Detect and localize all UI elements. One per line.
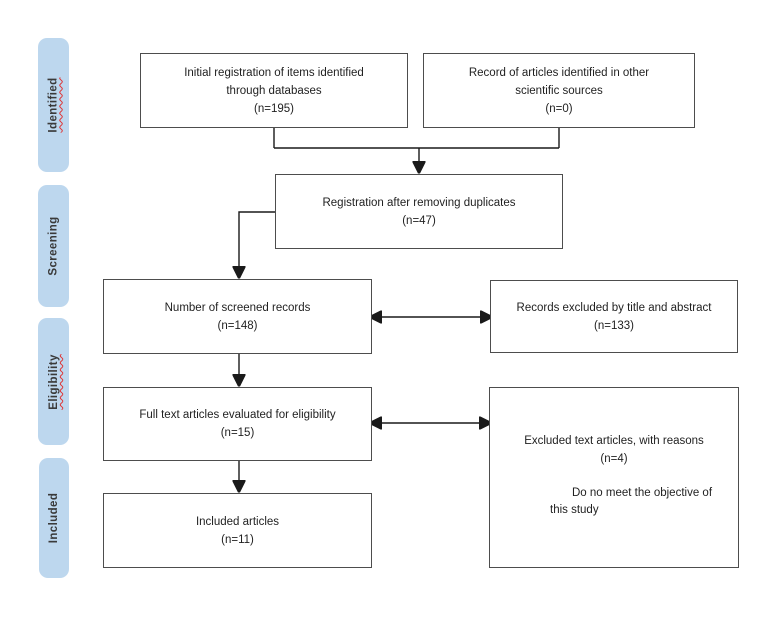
included-articles-count: (n=11): [221, 533, 254, 546]
exclusion-reason-line2: of this study: [550, 487, 713, 516]
other-sources-count: (n=0): [545, 102, 573, 115]
excluded-with-reasons-line1: Excluded text articles, with reasons: [524, 435, 704, 447]
screened-line1: Number of screened records: [164, 301, 311, 314]
initial-registration-line2: through databases: [226, 84, 322, 97]
box-full-text: Full text articles evaluated for eligibi…: [103, 387, 372, 461]
stage-label-eligibility: Eligibility: [47, 353, 60, 410]
excluded-title-abstract-count: (n=133): [594, 319, 634, 332]
initial-registration-count: (n=195): [254, 102, 294, 115]
excluded-title-abstract-line1: Records excluded by title and abstract: [516, 301, 712, 314]
box-excluded-with-reasons: Excluded text articles, with reasons (n=…: [489, 387, 739, 568]
box-initial-registration: Initial registration of items identified…: [140, 53, 408, 128]
stage-tab-eligibility: Eligibility: [38, 318, 69, 445]
stage-label-included: Included: [48, 492, 61, 544]
exclusion-reason-paragraph: Do no meet the objective of this study: [550, 485, 718, 519]
stage-label-screening: Screening: [47, 216, 60, 276]
box-screened: Number of screened records (n=148): [103, 279, 372, 354]
full-text-line1: Full text articles evaluated for eligibi…: [139, 409, 336, 421]
box-other-sources: Record of articles identified in other s…: [423, 53, 695, 128]
exclusion-reason-line1: Do no meet the objective: [572, 487, 700, 499]
after-duplicates-line1: Registration after removing duplicates: [322, 196, 516, 209]
box-included-articles: Included articles (n=11): [103, 493, 372, 568]
other-sources-line2: scientific sources: [515, 84, 603, 97]
initial-registration-line1: Initial registration of items identified: [184, 66, 364, 79]
box-excluded-title-abstract: Records excluded by title and abstract (…: [490, 280, 738, 353]
after-duplicates-count: (n=47): [402, 214, 436, 227]
full-text-count: (n=15): [220, 427, 255, 439]
stage-tab-screening: Screening: [38, 185, 69, 307]
stage-tab-included: Included: [39, 458, 69, 578]
box-after-duplicates: Registration after removing duplicates (…: [275, 174, 563, 249]
included-articles-line1: Included articles: [195, 515, 280, 528]
other-sources-line1: Record of articles identified in other: [468, 66, 650, 79]
stage-label-identified: Identified: [47, 77, 60, 133]
arrow-duplicates-to-screened: [239, 211, 275, 276]
stage-tab-identified: Identified: [38, 38, 69, 172]
excluded-with-reasons-count: (n=4): [600, 453, 628, 465]
screened-count: (n=148): [217, 319, 258, 332]
